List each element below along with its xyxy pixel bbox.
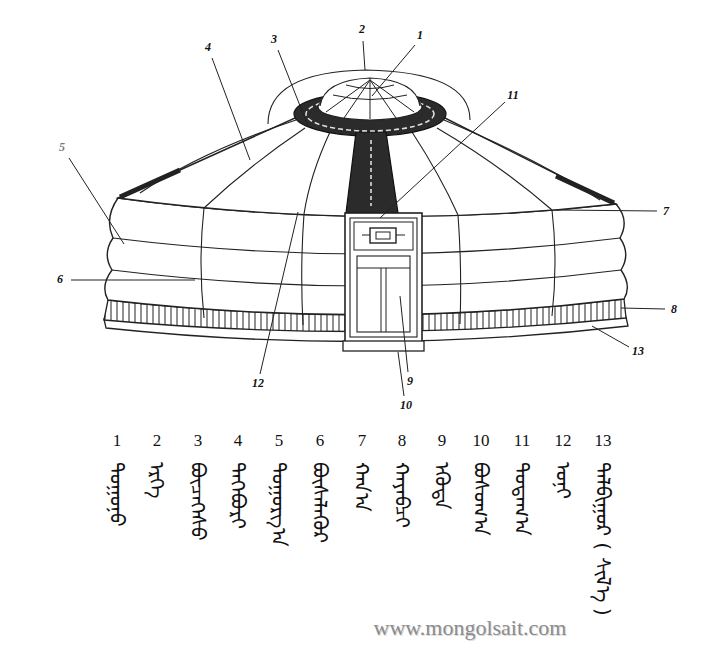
part-name: ᠡᠷᠬᠡ: [146, 462, 168, 498]
leader-line: [363, 41, 365, 70]
list-number: 6: [316, 432, 325, 451]
roof-rim: [556, 176, 614, 203]
band-ornament: [370, 140, 372, 206]
threshold: [343, 341, 424, 351]
part-name: ᠳᠡᠭᠡᠪᠦᠷᠢ: [227, 462, 249, 529]
crown-bracket: [268, 70, 470, 124]
part-name: ᠬᠠᠶᠠᠪᠴᠢ: [391, 462, 413, 528]
crown-rib: [370, 78, 371, 119]
leader-line: [400, 296, 408, 372]
callout-number: 12: [252, 377, 264, 390]
door-lintel: [354, 222, 413, 250]
list-number: 12: [555, 432, 572, 451]
list-number: 8: [398, 432, 407, 451]
part-name: ᠡᠭᠦᠳᠡ: [431, 462, 453, 510]
callout-number: 11: [507, 89, 518, 102]
list-number: 1: [113, 432, 122, 451]
lintel-ornament: [370, 228, 396, 243]
leader-line: [260, 212, 298, 374]
part-name: ᠲᠣᠭᠣᠨᠣ: [106, 462, 128, 527]
callout-number: 5: [59, 141, 65, 154]
leader-lines: [69, 41, 665, 396]
roof-pole: [412, 132, 458, 215]
leader-line: [592, 326, 629, 347]
callout-number: 10: [400, 399, 412, 412]
watermark: www.mongolsait.com: [374, 616, 567, 640]
part-name: ᠬᠠᠨ᠎ᠠ: [351, 462, 373, 512]
door-frame: [350, 218, 417, 337]
crown-rib: [344, 80, 370, 118]
door-leaf: [357, 268, 410, 332]
callout-number: 4: [205, 41, 211, 54]
list-number: 3: [194, 432, 203, 451]
lintel-ornament: [376, 232, 390, 239]
list-number: 9: [438, 432, 447, 451]
door-frame: [345, 213, 422, 342]
wall-seam: [302, 214, 304, 325]
part-name: ᠪᠦᠰᠡᠯᠡᠭᠦᠷ: [309, 462, 331, 543]
leader-line: [71, 280, 195, 281]
roof-pole: [444, 120, 600, 200]
door-leaf: [357, 256, 410, 332]
part-name: ᠤᠨᠢ: [552, 462, 574, 499]
decorated-stripe: [346, 132, 398, 213]
callout-number: 9: [407, 375, 413, 388]
list-number: 10: [473, 432, 490, 451]
part-name: ᠪᠣᠰᠣᠭ᠎ᠠ: [470, 462, 492, 536]
roof-pole: [140, 120, 296, 193]
wall-seam: [552, 210, 555, 316]
callout-number: 7: [663, 205, 669, 218]
roof-pole: [204, 128, 305, 208]
part-name: ᠲᠠᠯᠪᠢᠭᠤᠷ ( ᠰᠢᠯ᠎ᠡ ): [592, 462, 614, 616]
list-number: 5: [275, 432, 284, 451]
callout-number: 2: [359, 23, 365, 36]
leader-line: [398, 352, 404, 396]
wall-seam: [458, 215, 461, 324]
leader-line: [278, 50, 308, 126]
roof-pole: [437, 128, 552, 210]
list-number: 7: [358, 432, 367, 451]
crown-rib: [370, 80, 396, 118]
list-number: 4: [234, 432, 243, 451]
list-number: 11: [514, 432, 530, 451]
lintel-ornament: [362, 235, 405, 236]
roof-felt: [118, 118, 616, 217]
list-number: 2: [153, 432, 162, 451]
callout-number: 13: [632, 345, 644, 358]
crown-rib: [370, 80, 414, 112]
list-number: 13: [595, 432, 612, 451]
leader-line: [69, 158, 124, 244]
leader-line: [372, 45, 415, 96]
part-name: ᠪᠦᠴᠡᠭᠡᠰᠦ: [187, 462, 209, 541]
callout-number: 3: [271, 33, 277, 46]
callout-number: 1: [417, 29, 423, 42]
leader-line: [212, 58, 250, 160]
part-name: ᠲᠣᠭᠣᠷᠭ᠎ᠠ: [268, 462, 290, 547]
callout-number: 8: [671, 303, 677, 316]
leader-line: [380, 102, 505, 218]
callout-number: 6: [57, 273, 63, 286]
leader-line: [621, 308, 665, 309]
part-name: ᠲᠣᠲᠠᠭ᠎ᠠ: [511, 462, 533, 536]
roof-pole: [304, 132, 330, 214]
leader-line: [556, 210, 657, 211]
crown-rib: [326, 80, 370, 112]
wall-seam: [201, 208, 204, 318]
